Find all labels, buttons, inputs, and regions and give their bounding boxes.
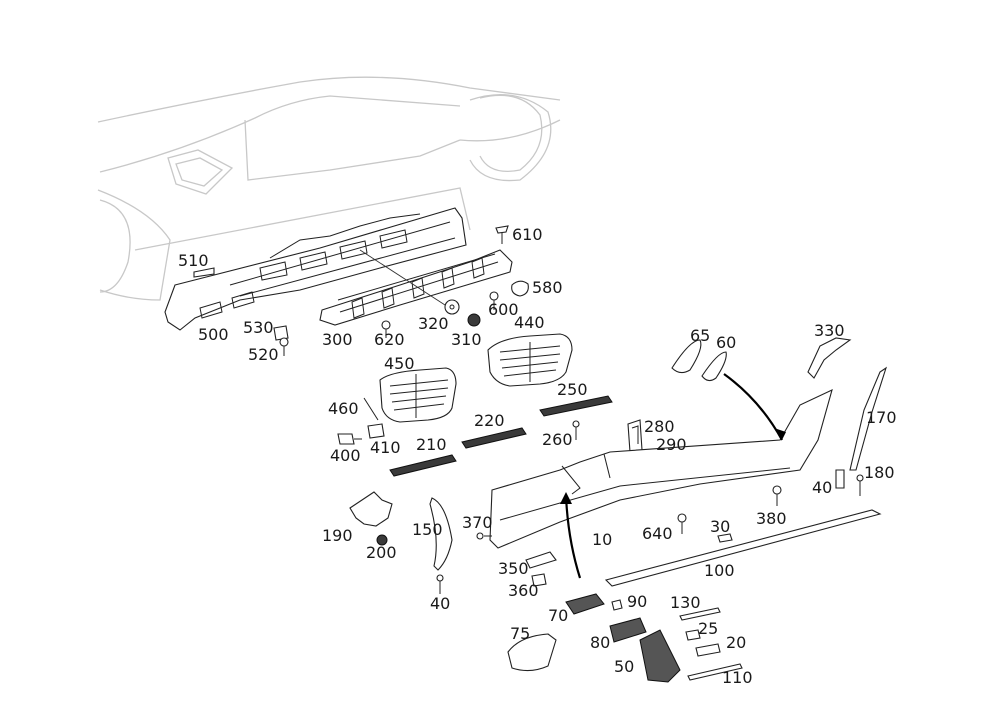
label-510: 510: [178, 251, 209, 270]
label-10: 10: [592, 530, 612, 549]
label-370: 370: [462, 513, 493, 532]
label-530: 530: [243, 318, 274, 337]
part-100-strip: [604, 509, 882, 587]
label-400: 400: [330, 446, 361, 465]
label-380: 380: [756, 509, 787, 528]
label-200: 200: [366, 543, 397, 562]
label-90: 90: [627, 592, 647, 611]
label-210: 210: [416, 435, 447, 454]
label-350: 350: [498, 559, 529, 578]
hardware-left: [337, 397, 385, 445]
label-150: 150: [412, 520, 443, 539]
label-440: 440: [514, 313, 545, 332]
part-450-grille: [379, 367, 457, 423]
label-460: 460: [328, 399, 359, 418]
label-600: 600: [488, 300, 519, 319]
part-440-grille: [487, 333, 573, 387]
label-610: 610: [512, 225, 543, 244]
label-60: 60: [716, 333, 736, 352]
label-410: 410: [370, 438, 401, 457]
clips-350-360: [525, 551, 557, 587]
label-70: 70: [548, 606, 568, 625]
label-190: 190: [322, 526, 353, 545]
label-170: 170: [866, 408, 897, 427]
label-30: 30: [710, 517, 730, 536]
parts-bottom-right: [507, 607, 743, 681]
label-520: 520: [248, 345, 279, 364]
label-65: 65: [690, 326, 710, 345]
label-290: 290: [656, 435, 687, 454]
part-300-bracket: [319, 249, 513, 326]
parts-right-upper: [671, 337, 887, 496]
label-130: 130: [670, 593, 701, 612]
label-500: 500: [198, 325, 229, 344]
label-320: 320: [418, 314, 449, 333]
part-500-inner-sill: [164, 207, 467, 331]
part-10-side-skirt: [489, 388, 833, 549]
label-300: 300: [322, 330, 353, 349]
label-80: 80: [590, 633, 610, 652]
label-25: 25: [698, 619, 718, 638]
part-labels: 510 610 580 600 320 310 440 620 300 530 …: [178, 225, 897, 687]
car-outline: [97, 76, 561, 301]
label-640: 640: [642, 524, 673, 543]
label-40-left: 40: [430, 594, 450, 613]
trim-strips: [389, 395, 613, 477]
label-280: 280: [644, 417, 675, 436]
label-620: 620: [374, 330, 405, 349]
label-580: 580: [532, 278, 563, 297]
label-50: 50: [614, 657, 634, 676]
label-220: 220: [474, 411, 505, 430]
arrows: [560, 373, 786, 579]
label-100: 100: [704, 561, 735, 580]
label-450: 450: [384, 354, 415, 373]
parts-left-lower: [349, 491, 492, 594]
label-75: 75: [510, 624, 530, 643]
label-180: 180: [864, 463, 895, 482]
label-20: 20: [726, 633, 746, 652]
label-40-right: 40: [812, 478, 832, 497]
hardware-top: [193, 225, 529, 356]
small-grilles: [565, 593, 681, 683]
label-360: 360: [508, 581, 539, 600]
label-310: 310: [451, 330, 482, 349]
label-250: 250: [557, 380, 588, 399]
hardware-right-lower: [677, 485, 782, 543]
label-110: 110: [722, 668, 753, 687]
label-260: 260: [542, 430, 573, 449]
label-330: 330: [814, 321, 845, 340]
